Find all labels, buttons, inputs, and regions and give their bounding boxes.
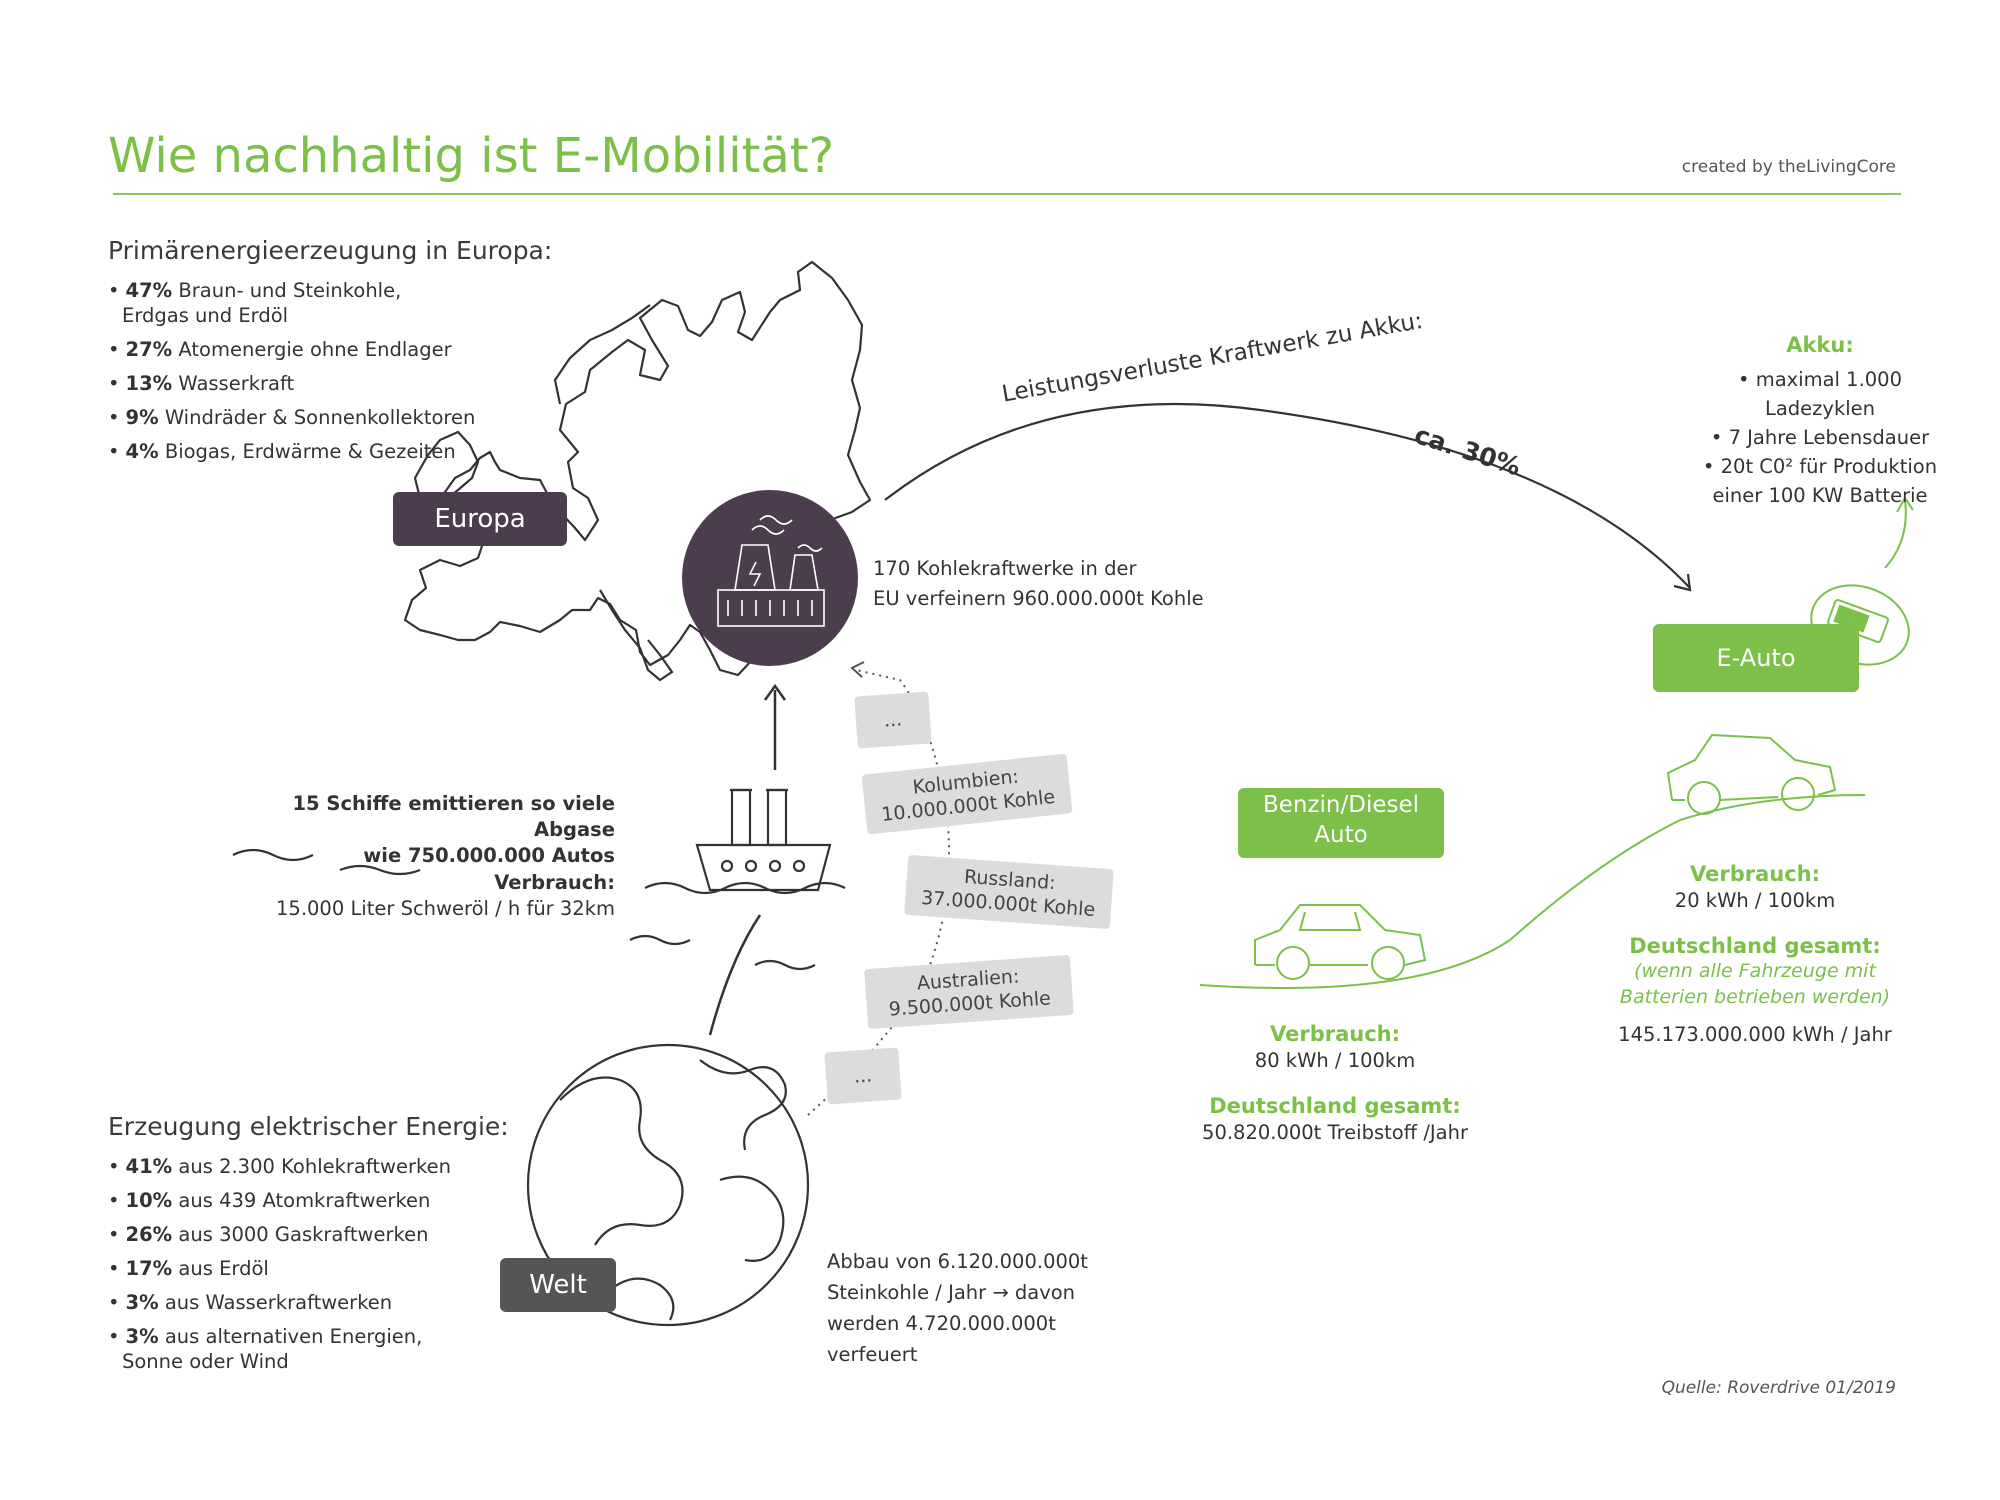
car-icon-benzin (1254, 904, 1427, 980)
akku-item: • 7 Jahre Lebensdauer (1710, 426, 1930, 449)
welt-label: Welt (500, 1258, 616, 1312)
europe-heading: Primärenergieerzeugung in Europa: (108, 236, 553, 265)
coal-source-tag: ... (824, 1047, 902, 1105)
list-item: 41% aus 2.300 Kohlekraftwerken (108, 1154, 508, 1179)
power-plant-icon (717, 515, 825, 627)
list-item: 3% aus Wasserkraftwerken (108, 1290, 508, 1315)
coal-source-tag: ... (854, 691, 932, 749)
eauto-note: (wenn alle Fahrzeuge mit (1634, 960, 1876, 982)
akku-block: Akku: • maximal 1.000 Ladezyklen • 7 Jah… (1690, 333, 1950, 510)
ships-verbrauch: Verbrauch: 15.000 Liter Schweröl / h für… (276, 871, 615, 920)
list-item: 9% Windräder & Sonnenkollektoren (108, 405, 508, 430)
list-item: 10% aus 439 Atomkraftwerken (108, 1188, 508, 1213)
akku-heading: Akku: (1786, 333, 1854, 357)
arrow-world-to-ship (708, 914, 762, 1036)
europe-energy-list: 47% Braun- und Steinkohle,Erdgas und Erd… (108, 278, 508, 473)
list-item: 13% Wasserkraft (108, 371, 508, 396)
benzin-gesamt-value: 50.820.000t Treibstoff /Jahr (1202, 1121, 1468, 1144)
akku-item: einer 100 KW Batterie (1712, 484, 1928, 507)
eauto-gesamt-label: Deutschland gesamt: (1629, 934, 1881, 958)
benzin-verbrauch-label: Verbrauch: (1269, 1022, 1400, 1046)
globe-icon (526, 1043, 810, 1327)
eauto-stats: Verbrauch: 20 kWh / 100km Deutschland ge… (1600, 862, 1910, 1050)
world-energy-list: 41% aus 2.300 Kohlekraftwerken 10% aus 4… (108, 1154, 508, 1383)
list-item: 17% aus Erdöl (108, 1256, 508, 1281)
benzin-verbrauch-value: 80 kWh / 100km (1254, 1049, 1416, 1072)
benzin-gesamt-label: Deutschland gesamt: (1209, 1094, 1461, 1118)
source-text: Quelle: Roverdrive 01/2019 (1661, 1378, 1896, 1398)
mining-text: Abbau von 6.120.000.000t Steinkohle / Ja… (827, 1250, 1088, 1366)
header-divider (113, 193, 1901, 195)
eauto-gesamt-value: 145.173.000.000 kWh / Jahr (1618, 1023, 1892, 1046)
ships-text: 15 Schiffe emittieren so viele Abgase wi… (292, 792, 615, 867)
eauto-note: Batterien betrieben werden) (1619, 986, 1891, 1008)
list-item: 26% aus 3000 Gaskraftwerken (108, 1222, 508, 1247)
akku-item: • 20t C0² für Produktion (1702, 455, 1938, 478)
loss-arc (884, 402, 1691, 589)
list-item: 3% aus alternativen Energien,Sonne oder … (108, 1324, 508, 1374)
benzin-stats: Verbrauch: 80 kWh / 100km Deutschland ge… (1180, 1022, 1490, 1148)
europe-map-scandinavia (553, 304, 651, 405)
list-item: 4% Biogas, Erdwärme & Gezeiten (108, 439, 508, 464)
europa-label: Europa (393, 492, 567, 546)
eauto-verbrauch-value: 20 kWh / 100km (1674, 889, 1836, 912)
europe-map-italy (599, 589, 674, 682)
road-curve (1199, 794, 1866, 989)
car-icon-eauto (1666, 733, 1837, 815)
power-plant-circle (682, 490, 858, 666)
world-heading: Erzeugung elektrischer Energie: (108, 1112, 509, 1141)
ship-icon (232, 788, 846, 971)
akku-item: • maximal 1.000 Ladezyklen (1738, 368, 1902, 420)
eauto-label: E-Auto (1653, 624, 1859, 692)
list-item: 47% Braun- und Steinkohle,Erdgas und Erd… (108, 278, 508, 328)
list-item: 27% Atomenergie ohne Endlager (108, 337, 508, 362)
page-title: Wie nachhaltig ist E-Mobilität? (108, 128, 835, 184)
credit-text: created by theLivingCore (1681, 157, 1896, 177)
arrow-battery-to-akku (1884, 499, 1907, 569)
eauto-verbrauch-label: Verbrauch: (1689, 862, 1820, 886)
